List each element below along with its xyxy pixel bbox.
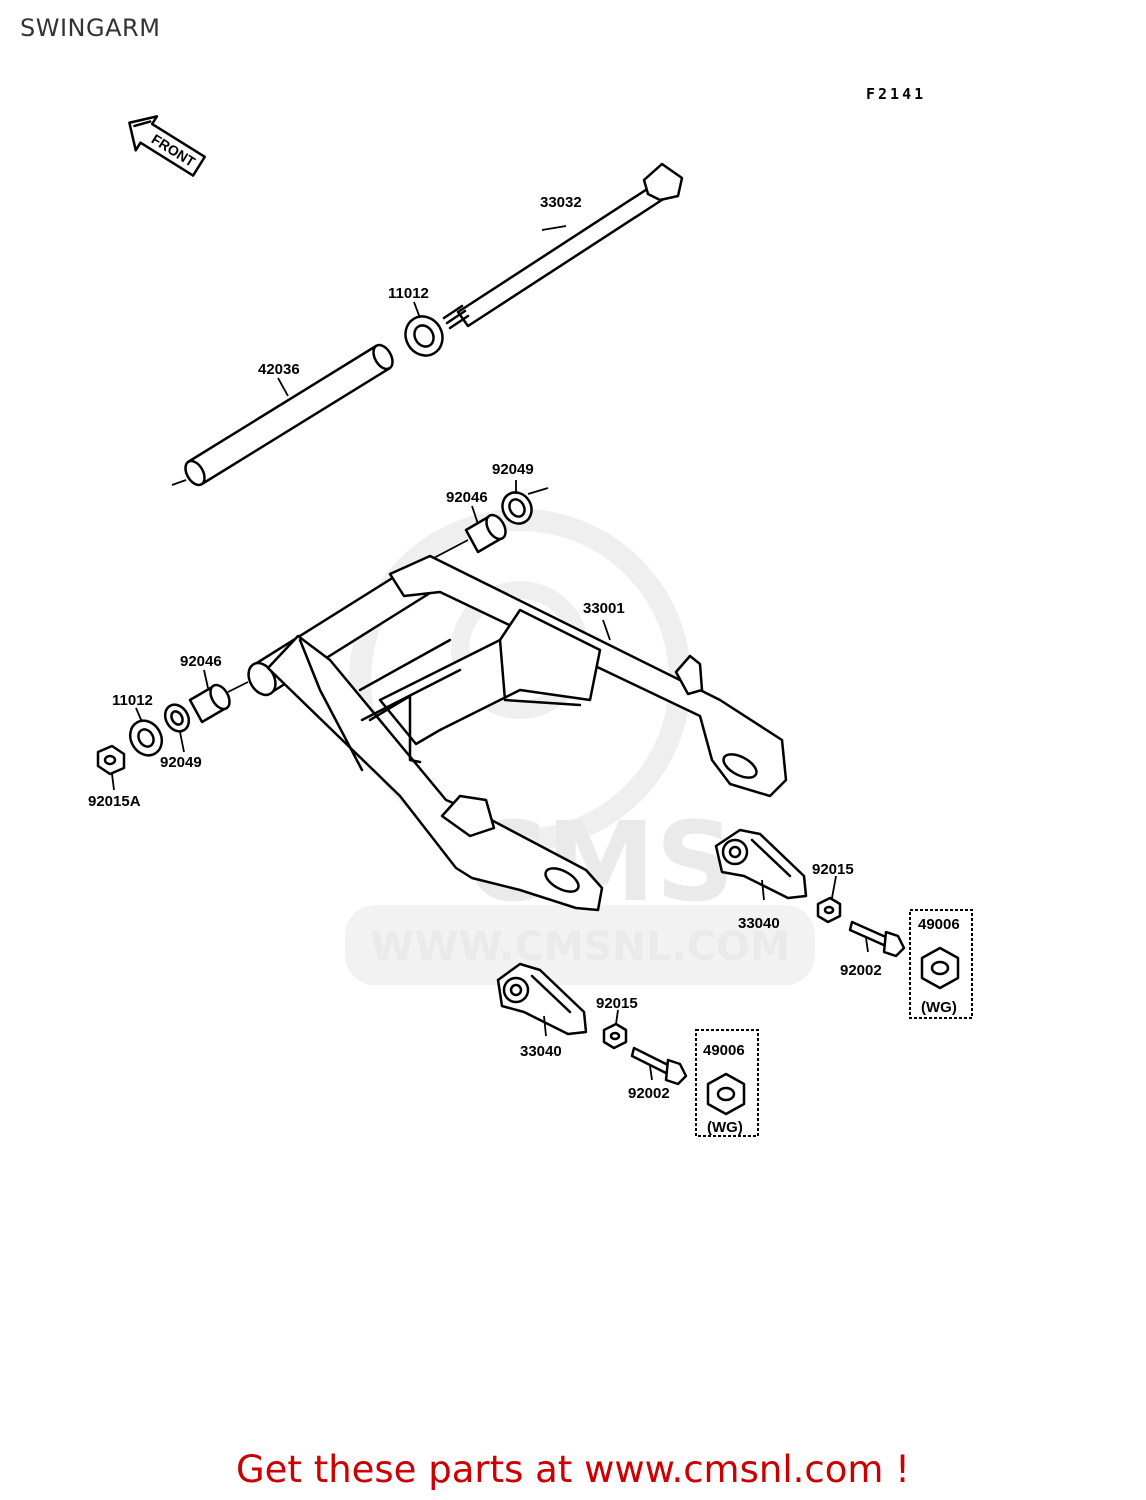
label-92015-right: 92015 (812, 861, 854, 878)
label-33032: 33032 (540, 194, 582, 211)
label-49006-left: 49006 (703, 1042, 745, 1059)
label-92015-left: 92015 (596, 995, 638, 1012)
part-11012-left-bearing[interactable] (124, 707, 168, 761)
part-92049-left-seal[interactable] (160, 700, 193, 753)
label-49006-right: 49006 (918, 916, 960, 933)
promo-link[interactable]: Get these parts at www.cmsnl.com ! (235, 1448, 910, 1491)
part-92049-top-seal[interactable] (497, 480, 549, 529)
part-33001-swingarm[interactable] (243, 554, 788, 912)
part-92002-left-bolt[interactable] (630, 1046, 688, 1086)
figure-code: F2141 (866, 85, 926, 103)
label-92046-left: 92046 (180, 653, 222, 670)
part-92046-left-needle-bearing[interactable] (188, 669, 249, 724)
label-33001: 33001 (583, 600, 625, 617)
part-92002-right-bolt[interactable] (848, 920, 906, 958)
label-92002-right: 92002 (840, 962, 882, 979)
part-92015A-nut[interactable] (96, 744, 126, 791)
label-92049-left: 92049 (160, 754, 202, 771)
part-92015-right-nut[interactable] (816, 875, 842, 924)
label-92002-left: 92002 (628, 1085, 670, 1102)
front-arrow-icon: FRONT (128, 115, 207, 177)
label-92046-top: 92046 (446, 489, 488, 506)
page-title: SWINGARM (20, 14, 161, 42)
label-11012-top: 11012 (388, 285, 429, 302)
part-42036-sleeve[interactable] (171, 342, 396, 489)
part-33032-pivot-shaft[interactable] (442, 162, 684, 330)
part-49006-left-nut[interactable] (695, 1029, 759, 1137)
part-49006-right-nut[interactable] (909, 909, 973, 1019)
label-wg-right: (WG) (921, 999, 957, 1016)
promo-banner: Get these parts at www.cmsnl.com ! (0, 1448, 1146, 1491)
label-33040-left: 33040 (520, 1043, 562, 1060)
label-11012-left: 11012 (112, 692, 153, 709)
part-92046-top-needle-bearing[interactable] (429, 505, 509, 561)
label-wg-left: (WG) (707, 1119, 743, 1136)
part-11012-top-bearing[interactable] (398, 301, 449, 362)
label-33040-right: 33040 (738, 915, 780, 932)
label-42036: 42036 (258, 361, 300, 378)
watermark-url: WWW.CMSNL.COM (370, 924, 790, 970)
label-92015A: 92015A (88, 793, 141, 810)
part-92015-left-nut[interactable] (602, 1009, 628, 1050)
part-33040-right-adjuster[interactable] (714, 828, 808, 901)
part-33040-left-adjuster[interactable] (496, 962, 588, 1037)
label-92049-top: 92049 (492, 461, 534, 478)
